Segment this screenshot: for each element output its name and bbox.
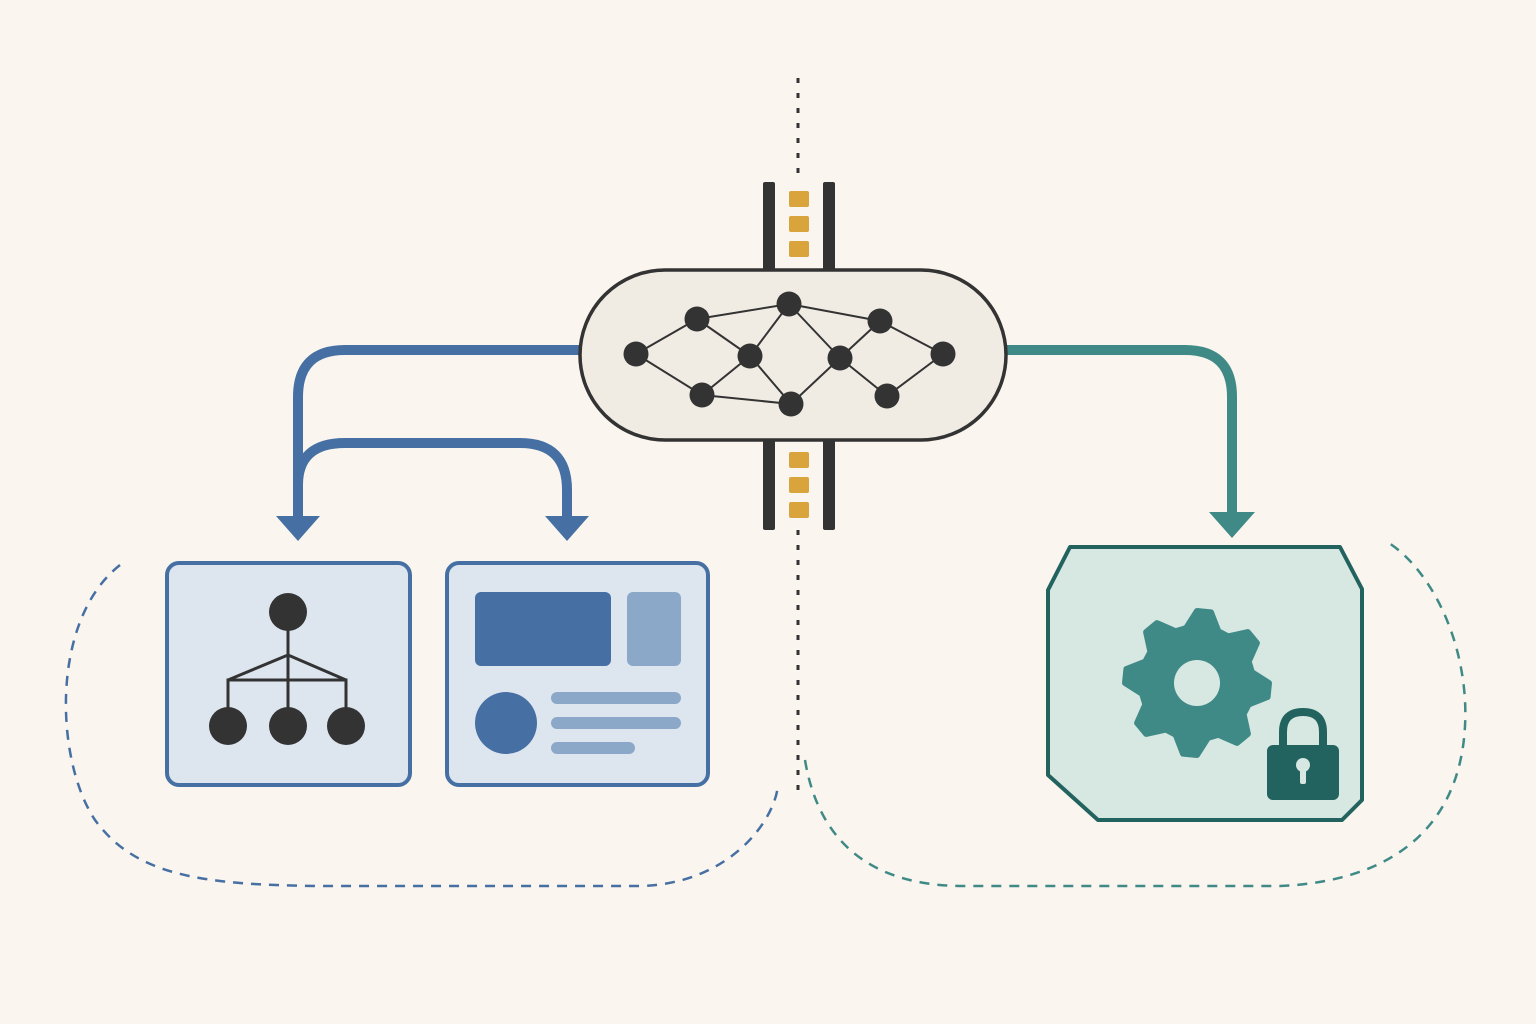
- graph-node: [867, 308, 893, 334]
- graph-edge: [635, 353, 703, 396]
- data-packet: [789, 191, 809, 207]
- graph-node: [689, 382, 715, 408]
- arrowhead-to-hierarchy: [276, 516, 320, 541]
- gear-icon: [1122, 608, 1272, 758]
- graph-node: [930, 341, 956, 367]
- graph-node: [737, 343, 763, 369]
- left-group-boundary: [64, 564, 780, 888]
- secure-settings-card[interactable]: [1046, 545, 1364, 822]
- hierarchy-card[interactable]: [165, 561, 412, 787]
- bottom-channel: [763, 440, 835, 530]
- arrowhead-to-dashboard: [545, 516, 589, 541]
- data-packet: [789, 241, 809, 257]
- dashboard-card[interactable]: [445, 561, 710, 787]
- dashboard-layout-icon: [475, 592, 681, 754]
- network-graph-icon: [623, 291, 956, 417]
- graph-edge: [701, 394, 792, 405]
- graph-node: [623, 341, 649, 367]
- gear-hole: [1174, 660, 1220, 706]
- data-packet: [789, 502, 809, 518]
- arrowhead-to-secure-settings: [1209, 512, 1255, 538]
- data-packet: [789, 216, 809, 232]
- top-channel: [763, 182, 835, 272]
- graph-edge: [788, 303, 881, 322]
- right-group-boundary: [803, 538, 1467, 888]
- padlock-icon: [1267, 707, 1339, 800]
- graph-node: [684, 306, 710, 332]
- graph-node: [776, 291, 802, 317]
- connector-hub-to-hierarchy: [293, 345, 580, 520]
- data-packet: [789, 452, 809, 468]
- hierarchy-tree-icon: [209, 593, 365, 745]
- graph-edge: [696, 303, 790, 320]
- graph-node: [778, 391, 804, 417]
- graph-node: [874, 383, 900, 409]
- graph-node: [827, 345, 853, 371]
- connector-split-to-dashboard: [293, 438, 572, 520]
- connector-hub-to-secure-settings: [1005, 345, 1237, 516]
- central-hub[interactable]: [578, 268, 1008, 442]
- data-packet: [789, 477, 809, 493]
